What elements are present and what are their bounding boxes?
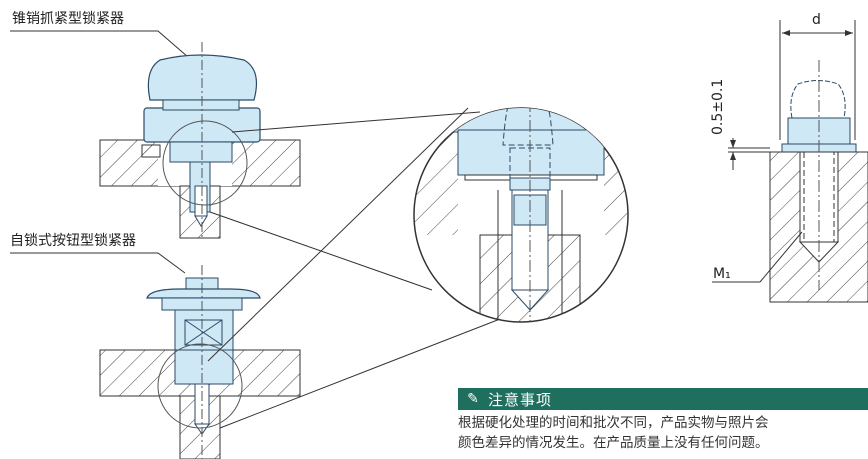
pencil-icon: ✎ [467, 391, 479, 407]
zoom-leaders [207, 107, 501, 429]
dim-d-label: d [812, 12, 821, 28]
label-self-lock-button-latch: 自锁式按钮型锁紧器 [10, 233, 136, 249]
dim-m1-label: M₁ [713, 266, 731, 282]
top-assembly [99, 42, 301, 240]
label-cone-pin-knob-latch: 锥销抓紧型锁紧器 [12, 11, 124, 27]
label-leader-top [10, 30, 189, 58]
top-knob-grip [147, 54, 257, 101]
note-line-1: 根据硬化处理的时间和批次不同，产品实物与照片会 [458, 415, 769, 431]
zoom-detail [413, 107, 629, 323]
dimension-drawing [712, 20, 868, 303]
top-pin [194, 185, 208, 217]
mid-detail-circle [157, 343, 243, 429]
note-body: 根据硬化处理的时间和批次不同，产品实物与照片会 颜色差异的情况发生。在产品质量上… [458, 413, 868, 453]
note-header: ✎ 注意事项 [458, 388, 868, 410]
note-title: 注意事项 [488, 390, 553, 409]
dim-offset-label: 0.5±0.1 [710, 79, 726, 135]
top-detail-circle [162, 120, 248, 206]
middle-assembly [99, 265, 301, 459]
mid-button-flange [146, 288, 261, 299]
note-line-2: 颜色差异的情况发生。在产品质量上没有任何问题。 [458, 435, 769, 451]
label-leader-mid [10, 252, 186, 274]
